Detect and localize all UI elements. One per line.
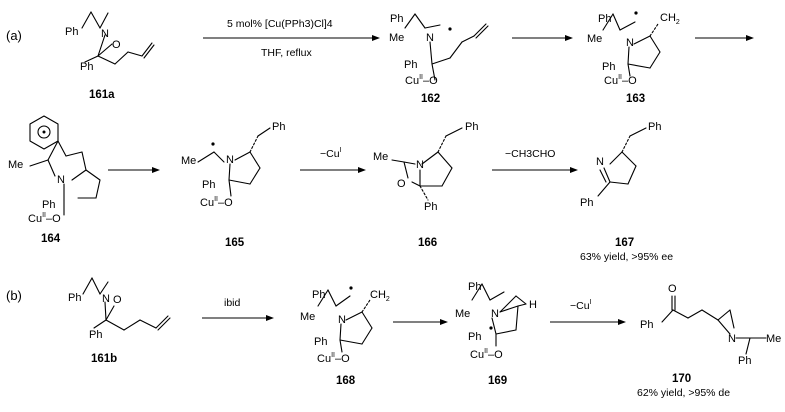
- structure-169: Ph Me N H Ph CuII–O: [455, 281, 537, 361]
- cu-o-label: CuII–O: [604, 74, 637, 87]
- o-label: O: [397, 178, 406, 190]
- condition-catalyst: 5 mol% [Cu(PPh3)Cl]4: [227, 18, 333, 30]
- cu-o-label: CuII–O: [317, 352, 350, 365]
- arrow-head: [570, 167, 578, 173]
- ph-label: Ph: [602, 61, 615, 73]
- ph-label: Ph: [65, 26, 78, 38]
- condition-ibid: ibid: [224, 297, 241, 309]
- structure-161a: Ph N O Ph: [65, 11, 155, 73]
- n-label: N: [57, 174, 65, 186]
- structure-167: N Ph Ph: [580, 121, 661, 209]
- me-label: Me: [373, 151, 388, 163]
- n-label: N: [101, 28, 109, 40]
- yield-170: 62% yield, >95% de: [637, 387, 730, 399]
- o-label: O: [668, 283, 677, 295]
- ph-label: Ph: [314, 336, 327, 348]
- condition-minus-cu: −CuI: [570, 299, 592, 312]
- o-label: O: [113, 294, 122, 306]
- arrow-head: [152, 167, 160, 173]
- cu-o-label: CuII–O: [405, 74, 438, 87]
- structure-163: Ph Me N CH2 Ph CuII–O: [587, 11, 680, 87]
- condition-minus-acetaldehyde: −CH3CHO: [505, 148, 555, 160]
- structure-170: O Ph N Me Ph: [640, 283, 781, 367]
- cu-o-label: CuII–O: [28, 212, 61, 225]
- compound-label-163: 163: [626, 93, 645, 105]
- condition-minus-cu: −CuI: [320, 147, 342, 160]
- arrow-head: [440, 319, 448, 325]
- ph-label: Ph: [648, 121, 661, 133]
- arrow-head: [266, 315, 274, 321]
- n-label: N: [626, 37, 634, 49]
- compound-label-169: 169: [488, 375, 507, 387]
- part-label-b: (b): [6, 288, 22, 303]
- n-label: N: [416, 159, 424, 171]
- me-label: Me: [455, 308, 470, 320]
- arrow-head: [372, 35, 380, 41]
- compound-label-165: 165: [225, 237, 245, 249]
- o-label: O: [112, 39, 121, 51]
- yield-167: 63% yield, >95% ee: [580, 251, 673, 263]
- ph-label: Ph: [468, 281, 481, 293]
- n-label: N: [226, 154, 234, 166]
- n-label: N: [728, 333, 736, 345]
- structure-165: Me N Ph Ph CuII–O: [181, 121, 285, 209]
- ph-label: Ph: [465, 121, 478, 133]
- cu-o-label: CuII–O: [470, 348, 503, 361]
- compound-label-161a: 161a: [89, 89, 115, 101]
- arrow-head: [358, 167, 366, 173]
- ph-label: Ph: [738, 355, 751, 367]
- ph-label: Ph: [468, 331, 481, 343]
- ph-label: Ph: [312, 289, 325, 301]
- n-label: N: [338, 314, 346, 326]
- structure-161b: Ph N O Ph: [68, 277, 171, 341]
- compound-label-168: 168: [336, 375, 356, 387]
- n-label: N: [426, 32, 434, 44]
- n-label: N: [491, 308, 499, 320]
- compound-label-167: 167: [615, 237, 634, 249]
- part-label-a: (a): [6, 28, 22, 43]
- compound-label-170: 170: [672, 373, 691, 385]
- ph-label: Ph: [80, 61, 93, 73]
- ph-label: Ph: [68, 292, 81, 304]
- h-label: H: [529, 299, 537, 311]
- ch2-label: CH2: [660, 12, 680, 26]
- ph-label: Ph: [390, 13, 403, 25]
- compound-label-164: 164: [41, 233, 61, 245]
- ph-label: Ph: [272, 121, 285, 133]
- n-label: N: [596, 156, 604, 168]
- me-label: Me: [766, 333, 781, 345]
- me-label: Me: [389, 32, 404, 44]
- ph-label: Ph: [89, 329, 102, 341]
- arrow-head: [618, 319, 626, 325]
- me-label: Me: [181, 155, 196, 167]
- structure-164: Me N Ph CuII–O: [8, 115, 101, 225]
- ph-label: Ph: [202, 179, 215, 191]
- ch2-label: CH2: [370, 289, 390, 303]
- compound-label-161b: 161b: [91, 353, 117, 365]
- compound-label-166: 166: [418, 237, 437, 249]
- n-label: N: [102, 293, 110, 305]
- compound-label-162: 162: [421, 93, 440, 105]
- me-label: Me: [300, 311, 315, 323]
- me-label: Me: [587, 33, 602, 45]
- arrow-head: [565, 35, 573, 41]
- ph-label: Ph: [404, 59, 417, 71]
- ph-label: Ph: [42, 199, 55, 211]
- ph-label: Ph: [580, 197, 593, 209]
- ph-label: Ph: [598, 13, 611, 25]
- arrow-head: [746, 35, 754, 41]
- structure-168: Ph Me N CH2 Ph CuII–O: [300, 286, 390, 365]
- structure-166: Me N O Ph Ph: [373, 121, 478, 213]
- cu-o-label: CuII–O: [200, 196, 233, 209]
- me-label: Me: [8, 159, 23, 171]
- ph-label: Ph: [424, 201, 437, 213]
- structure-162: Ph Me N Ph CuII–O: [389, 13, 489, 87]
- condition-solvent: THF, reflux: [261, 47, 313, 59]
- ph-label: Ph: [640, 319, 653, 331]
